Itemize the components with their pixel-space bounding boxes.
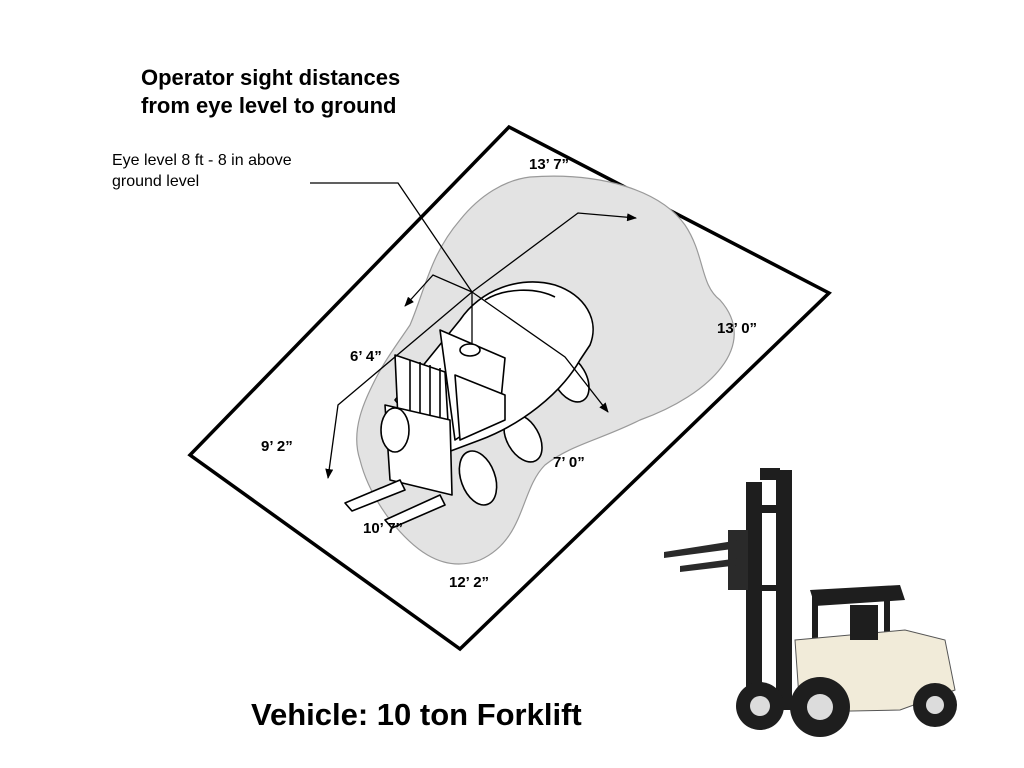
eye-level-note-line-1: Eye level 8 ft - 8 in above bbox=[112, 152, 292, 169]
eye-level-note-line-2: ground level bbox=[112, 173, 200, 190]
vehicle-caption: Vehicle: 10 ton Forklift bbox=[251, 697, 582, 732]
forklift-photo bbox=[664, 468, 957, 737]
sight-line-top-right bbox=[471, 212, 637, 293]
title-line-2: from eye level to ground bbox=[141, 93, 397, 118]
eye-level-note: Eye level 8 ft - 8 in above ground level bbox=[112, 150, 292, 192]
distance-label-right-lower: 7’ 0” bbox=[553, 454, 585, 471]
forklift-line-drawing bbox=[344, 281, 594, 529]
distance-label-left-upper: 6’ 4” bbox=[350, 348, 382, 365]
eye-level-leader-line bbox=[310, 182, 473, 293]
distance-label-front-bottom: 12’ 2” bbox=[449, 574, 489, 591]
title-line-1: Operator sight distances bbox=[141, 65, 401, 90]
distance-label-front-center: 10’ 7” bbox=[363, 520, 403, 537]
diagram-title: Operator sight distances from eye level … bbox=[141, 64, 400, 120]
sight-lines bbox=[310, 182, 637, 479]
sight-line-left bbox=[325, 291, 473, 479]
distance-label-top: 13’ 7” bbox=[529, 156, 569, 173]
distance-label-right-upper: 13’ 0” bbox=[717, 320, 757, 337]
distance-label-left-lower: 9’ 2” bbox=[261, 438, 293, 455]
sight-line-upper-left bbox=[404, 274, 473, 307]
sight-line-right bbox=[471, 291, 609, 413]
